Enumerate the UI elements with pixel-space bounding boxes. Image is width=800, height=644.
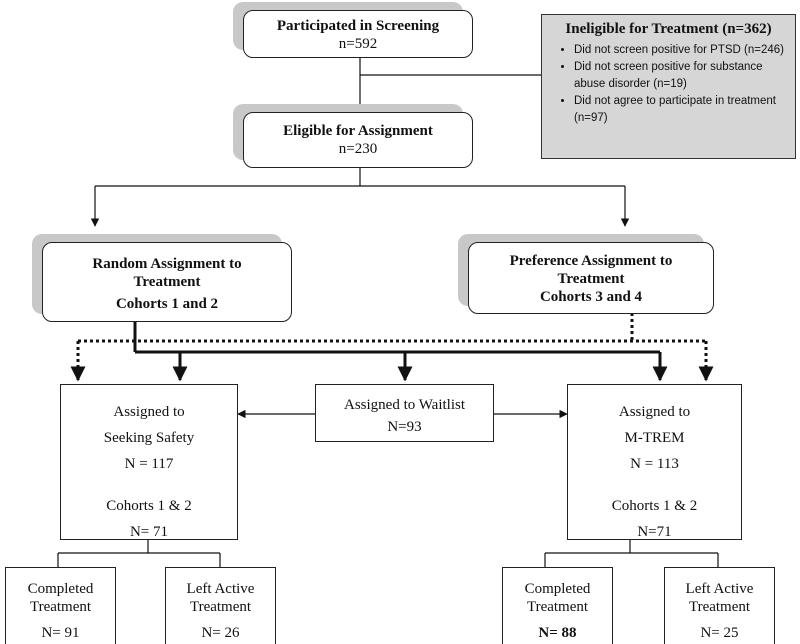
ss-line2: Seeking Safety [103, 430, 195, 446]
mt-line2: M-TREM [624, 430, 685, 446]
ss-completed-line2: Treatment [29, 599, 92, 615]
ss-line1: Assigned to [113, 404, 185, 420]
random-assignment-box: Random Assignment to Treatment Cohorts 1… [42, 242, 292, 322]
mt-completed-count: N= 88 [538, 625, 577, 641]
ss-completed-count: N= 91 [41, 625, 80, 641]
mtrem-box: Assigned to M-TREM N = 113 Cohorts 1 & 2… [567, 384, 742, 540]
mt-left-line2: Treatment [688, 599, 751, 615]
mt-completed-box: Completed Treatment N= 88 [502, 567, 613, 644]
mt-left-line1: Left Active [685, 581, 754, 597]
mt-line1: Assigned to [618, 404, 691, 420]
random-line2: Treatment [133, 274, 201, 290]
ss-completed-line1: Completed [27, 581, 94, 597]
screening-box: Participated in Screening n=592 [243, 10, 473, 58]
waitlist-count: N=93 [387, 419, 422, 435]
eligible-title: Eligible for Assignment [283, 123, 433, 139]
ineligible-reason: Did not agree to participate in treatmen… [574, 93, 785, 127]
preference-line1: Preference Assignment to [509, 253, 673, 269]
mt-left-box: Left Active Treatment N= 25 [664, 567, 775, 644]
mt-completed-line1: Completed [524, 581, 591, 597]
ineligible-title: Ineligible for Treatment (n=362) [565, 21, 772, 37]
screening-title: Participated in Screening [276, 18, 440, 34]
ss-cohorts-count: N= 71 [129, 524, 169, 540]
ss-count: N = 117 [124, 456, 174, 472]
eligible-count: n=230 [338, 141, 378, 157]
screening-count: n=592 [338, 36, 378, 52]
mt-cohorts-count: N=71 [637, 524, 672, 540]
mt-left-count: N= 25 [700, 625, 739, 641]
preference-assignment-box: Preference Assignment to Treatment Cohor… [468, 242, 714, 314]
preference-line3: Cohorts 3 and 4 [539, 289, 643, 305]
ineligible-reason: Did not screen positive for substance ab… [574, 59, 785, 93]
ineligible-box: Ineligible for Treatment (n=362) Did not… [541, 14, 796, 159]
random-line1: Random Assignment to [92, 256, 242, 272]
ss-left-line2: Treatment [189, 599, 252, 615]
eligible-box: Eligible for Assignment n=230 [243, 112, 473, 168]
ss-left-count: N= 26 [201, 625, 240, 641]
preference-line2: Treatment [557, 271, 625, 287]
waitlist-box: Assigned to Waitlist N=93 [315, 384, 494, 442]
ss-cohorts: Cohorts 1 & 2 [106, 498, 192, 514]
seeking-safety-box: Assigned to Seeking Safety N = 117 Cohor… [60, 384, 238, 540]
ss-left-line1: Left Active [186, 581, 255, 597]
mt-count: N = 113 [630, 456, 679, 472]
ineligible-reasons-list: Did not screen positive for PTSD (n=246)… [552, 42, 785, 127]
random-line3: Cohorts 1 and 2 [115, 296, 219, 312]
waitlist-label: Assigned to Waitlist [343, 397, 466, 413]
ss-left-box: Left Active Treatment N= 26 [165, 567, 276, 644]
mt-completed-line2: Treatment [526, 599, 589, 615]
ineligible-reason: Did not screen positive for PTSD (n=246) [574, 42, 785, 59]
ss-completed-box: Completed Treatment N= 91 [5, 567, 116, 644]
mt-cohorts: Cohorts 1 & 2 [611, 498, 698, 514]
